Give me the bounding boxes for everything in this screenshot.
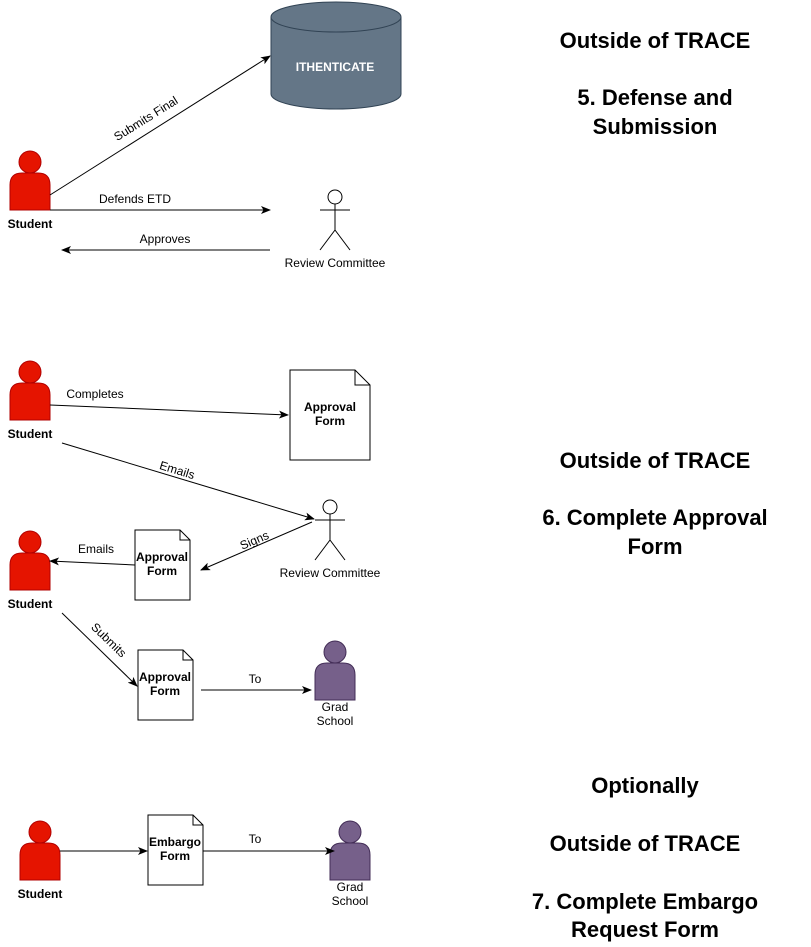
section-5-heading-line2: 5. Defense and xyxy=(577,85,732,110)
form-label-line1: Approval xyxy=(136,550,188,564)
section-6-heading-line2: 6. Complete Approval xyxy=(542,505,767,530)
embargo-form-document: Embargo Form xyxy=(147,814,204,886)
student-actor: Student xyxy=(8,360,53,441)
grad-school-label-line2: School xyxy=(317,714,354,728)
student-actor: Student xyxy=(8,530,53,611)
edge-label-approves: Approves xyxy=(140,232,191,246)
document-icon xyxy=(289,369,371,461)
edge-emails-to-committee xyxy=(61,442,315,521)
grad-school-head xyxy=(338,820,362,844)
edge-label-submits: Submits xyxy=(88,620,129,660)
committee-label: Review Committee xyxy=(280,566,381,580)
approval-form-document: Approval Form xyxy=(134,529,191,601)
edge-label-defends-etd: Defends ETD xyxy=(99,192,171,206)
approval-form-document: Approval Form xyxy=(137,649,194,721)
edge-submits xyxy=(61,612,138,687)
ithenticate-database: ITHENTICATE xyxy=(270,1,402,110)
form-label-line2: Form xyxy=(315,414,345,428)
edge-emails-to-student xyxy=(49,557,136,566)
section-7-heading-line2: Outside of TRACE xyxy=(550,831,741,856)
section-5-heading-line1: Outside of TRACE xyxy=(560,28,751,53)
edge-signs xyxy=(200,521,313,571)
student-label: Student xyxy=(18,887,63,901)
student-person-icon xyxy=(9,382,51,421)
section-5-heading-line3: Submission xyxy=(593,114,718,139)
grad-school-person-icon xyxy=(314,662,356,701)
edge-label-signs: Signs xyxy=(238,528,271,553)
section-7-heading-line4: Request Form xyxy=(571,917,719,942)
edge-submits-final xyxy=(49,55,271,196)
database-cylinder-body xyxy=(270,17,402,110)
form-label-line2: Form xyxy=(160,849,190,863)
stick-figure-icon xyxy=(319,189,351,251)
student-label: Student xyxy=(8,427,53,441)
review-committee-actor: Review Committee xyxy=(285,189,386,270)
review-committee-actor: Review Committee xyxy=(280,499,381,580)
form-label-line2: Form xyxy=(150,684,180,698)
form-label-line2: Form xyxy=(147,564,177,578)
student-person-icon xyxy=(19,842,61,881)
student-label: Student xyxy=(8,597,53,611)
section-6-heading-line3: Form xyxy=(628,534,683,559)
grad-school-label-line1: Grad xyxy=(337,880,364,894)
approval-form-document: Approval Form xyxy=(289,369,371,461)
section-7-embargo-form: Student Embargo Form Grad School To Opti… xyxy=(18,773,758,942)
form-label-line1: Embargo xyxy=(149,835,201,849)
edge-label-emails: Emails xyxy=(158,458,197,482)
grad-school-label-line1: Grad xyxy=(322,700,349,714)
section-7-heading-line1: Optionally xyxy=(591,773,699,798)
form-label-line1: Approval xyxy=(139,670,191,684)
student-head xyxy=(18,360,42,384)
section-6-heading-line1: Outside of TRACE xyxy=(560,448,751,473)
student-person-icon xyxy=(9,172,51,211)
student-head xyxy=(28,820,52,844)
edge-label-emails: Emails xyxy=(78,542,114,556)
document-icon xyxy=(137,649,194,721)
student-head xyxy=(18,530,42,554)
grad-school-actor: Grad School xyxy=(329,820,371,908)
database-cylinder-top xyxy=(270,1,402,33)
section-5-defense-submission: ITHENTICATE Student Review Committee Sub… xyxy=(8,1,751,270)
edge-label-completes: Completes xyxy=(66,387,123,401)
grad-school-person-icon xyxy=(329,842,371,881)
student-head xyxy=(18,150,42,174)
student-actor: Student xyxy=(8,150,53,231)
edge-label-to: To xyxy=(249,832,262,846)
section-6-approval-form: Student Approval Form Review Committee S… xyxy=(8,360,768,728)
grad-school-actor: Grad School xyxy=(314,640,356,728)
edge-completes xyxy=(49,404,289,419)
document-icon xyxy=(134,529,191,601)
grad-school-head xyxy=(323,640,347,664)
student-person-icon xyxy=(9,552,51,591)
grad-school-label-line2: School xyxy=(332,894,369,908)
student-label: Student xyxy=(8,217,53,231)
committee-label: Review Committee xyxy=(285,256,386,270)
section-7-heading-line3: 7. Complete Embargo xyxy=(532,889,758,914)
student-actor: Student xyxy=(18,820,63,901)
edge-label-to: To xyxy=(249,672,262,686)
database-label: ITHENTICATE xyxy=(296,60,374,74)
document-icon xyxy=(147,814,204,886)
stick-figure-icon xyxy=(314,499,346,561)
form-label-line1: Approval xyxy=(304,400,356,414)
